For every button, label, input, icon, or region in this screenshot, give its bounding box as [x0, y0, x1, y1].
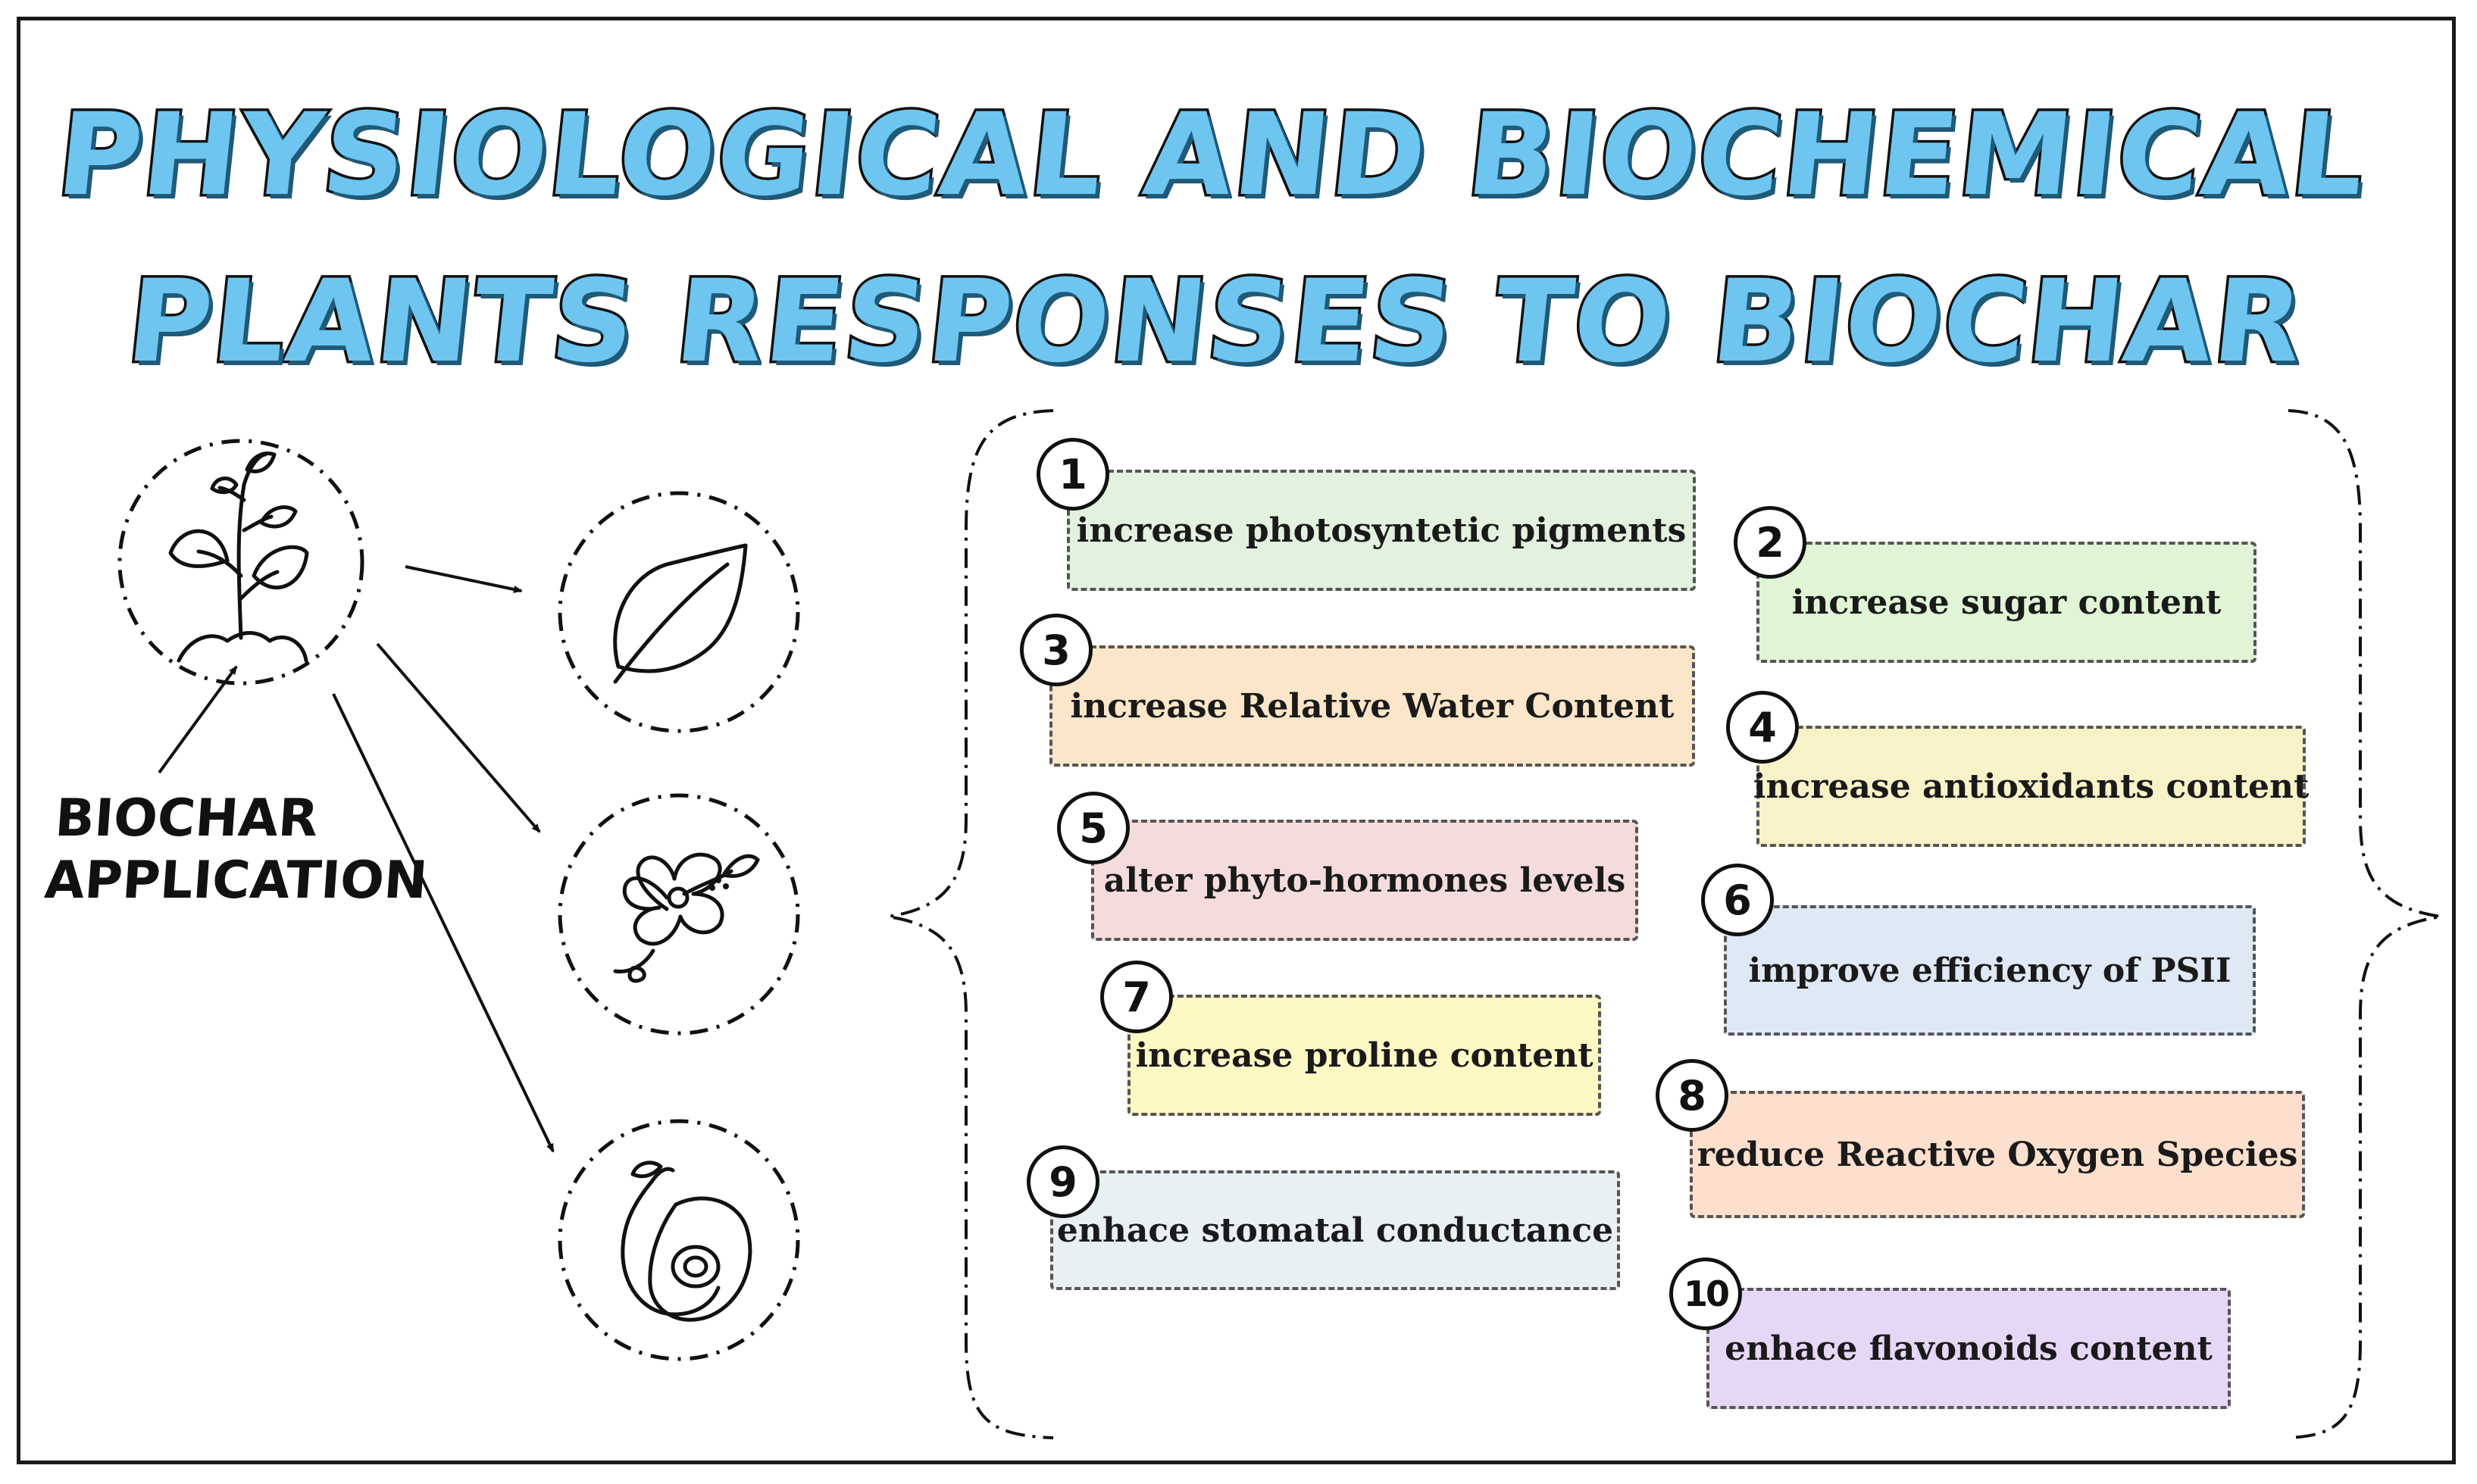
- response-box-9: enhace stomatal conductance: [1050, 1170, 1620, 1290]
- response-number-1: 1: [1037, 438, 1109, 511]
- leaf-icon: [558, 491, 800, 733]
- response-number-8: 8: [1656, 1059, 1728, 1132]
- response-text-7: increase proline content: [1135, 1036, 1593, 1075]
- response-number-4: 4: [1726, 691, 1799, 764]
- response-box-8: reduce Reactive Oxygen Species: [1690, 1091, 2305, 1218]
- response-box-5: alter phyto-hormones levels: [1091, 820, 1638, 941]
- biochar-application-label: BIOCHAR APPLICATION: [42, 788, 430, 912]
- response-text-5: alter phyto-hormones levels: [1103, 861, 1626, 900]
- response-box-6: improve efficiency of PSII: [1724, 905, 2256, 1036]
- response-box-10: enhace flavonoids content: [1706, 1288, 2231, 1409]
- biochar-label-line-1: BIOCHAR: [53, 789, 321, 848]
- response-box-4: increase antioxidants content: [1753, 726, 2309, 847]
- response-text-3: increase Relative Water Content: [1070, 686, 1675, 726]
- response-text-6: improve efficiency of PSII: [1748, 951, 2231, 990]
- avocado-fruit-icon: [558, 1119, 800, 1361]
- response-number-5: 5: [1057, 792, 1130, 864]
- response-number-6: 6: [1701, 864, 1774, 936]
- response-box-1: increase photosyntetic pigments: [1067, 470, 1696, 591]
- response-text-4: increase antioxidants content: [1753, 767, 2310, 806]
- response-text-2: increase sugar content: [1791, 583, 2222, 622]
- response-number-3: 3: [1020, 614, 1093, 686]
- hibiscus-flower-icon: [558, 793, 800, 1036]
- arrow-biochar-to-plant: [158, 665, 238, 774]
- response-text-1: increase photosyntetic pigments: [1076, 511, 1687, 550]
- plant-sprout-icon: [117, 439, 364, 686]
- response-text-9: enhace stomatal conductance: [1056, 1211, 1614, 1250]
- response-number-9: 9: [1027, 1145, 1099, 1218]
- response-number-2: 2: [1734, 506, 1806, 579]
- right-brace: [2288, 409, 2442, 1439]
- response-number-7: 7: [1100, 961, 1173, 1033]
- arrow-to-leaf: [405, 565, 523, 593]
- response-box-2: increase sugar content: [1756, 542, 2257, 663]
- arrows: [158, 565, 555, 1153]
- arrow-to-avocado: [332, 693, 555, 1153]
- curly-braces: [887, 409, 2442, 1439]
- response-box-3: increase Relative Water Content: [1049, 645, 1695, 767]
- left-brace: [887, 409, 1054, 1439]
- response-number-10: 10: [1669, 1257, 1742, 1330]
- biochar-label-line-2: APPLICATION: [42, 851, 430, 911]
- response-text-10: enhace flavonoids content: [1725, 1329, 2213, 1368]
- response-box-7: increase proline content: [1127, 995, 1601, 1116]
- arrow-to-flower: [376, 642, 541, 833]
- response-text-8: reduce Reactive Oxygen Species: [1697, 1135, 2298, 1174]
